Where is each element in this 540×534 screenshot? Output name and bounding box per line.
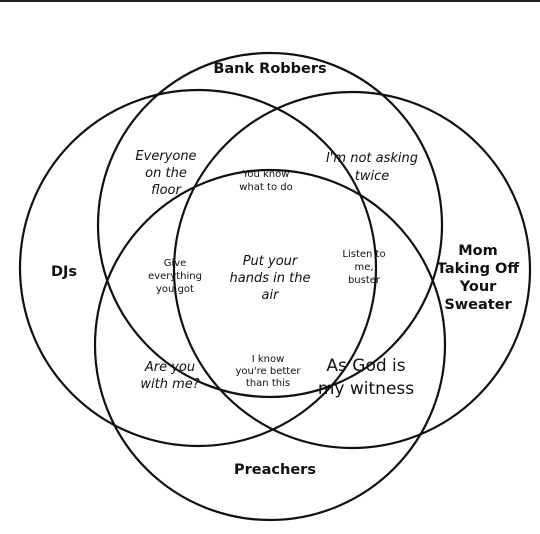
circle-preachers [93, 168, 447, 522]
region-give-line-2: everything [148, 271, 202, 282]
region-not-asking-line-1: I'm not asking [326, 151, 418, 166]
region-listen-line-1: Listen to [342, 249, 385, 260]
label-mom-line-3: Your [459, 279, 497, 295]
region-are-you-line-2: with me? [140, 377, 199, 392]
label-preachers: Preachers [234, 462, 316, 478]
region-witness-line-1: As God is [326, 356, 405, 376]
region-give-line-1: Give [164, 258, 187, 269]
circle-mom-sweater [172, 90, 532, 450]
region-witness-line-2: my witness [318, 379, 414, 399]
region-give-line-3: you got [156, 284, 194, 295]
label-mom-line-4: Sweater [444, 297, 512, 313]
region-better-line-2: you're better [236, 366, 302, 377]
circle-bank-robbers [96, 51, 444, 399]
region-you-know-line-2: what to do [239, 182, 292, 193]
label-djs: DJs [51, 264, 77, 280]
region-everyone-line-2: on the [145, 166, 187, 181]
region-everyone-line-3: floor [151, 183, 182, 198]
region-are-you-line-1: Are you [144, 360, 195, 375]
region-you-know-line-1: You know [242, 169, 290, 180]
region-everyone-line-1: Everyone [135, 149, 196, 164]
label-mom-line-2: Taking Off [437, 261, 519, 277]
region-listen-line-3: buster [348, 275, 381, 286]
region-listen-line-2: me, [354, 262, 373, 273]
label-bank-robbers: Bank Robbers [213, 61, 326, 77]
label-mom-line-1: Mom [458, 243, 498, 259]
region-center-line-1: Put your [243, 254, 299, 269]
region-better-line-1: I know [252, 354, 285, 365]
region-center-line-2: hands in the [230, 271, 311, 286]
region-better-line-3: than this [246, 378, 290, 389]
region-not-asking-line-2: twice [355, 169, 390, 184]
circle-djs [18, 88, 378, 448]
region-center-line-3: air [262, 288, 281, 303]
